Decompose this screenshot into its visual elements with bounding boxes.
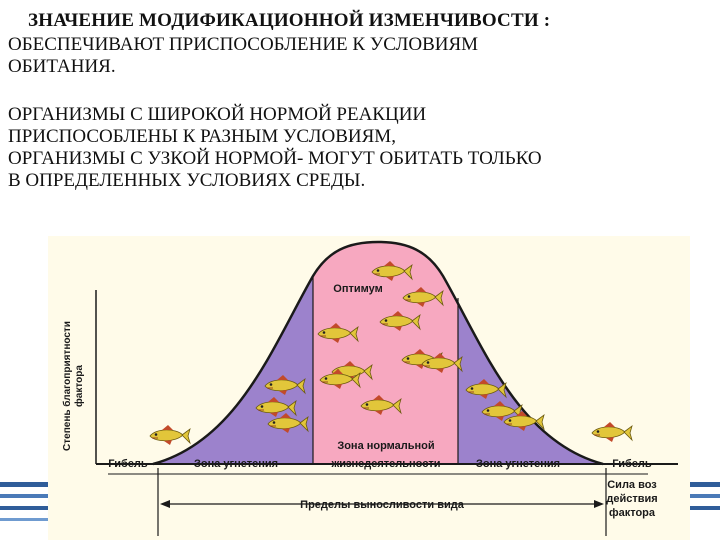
y-axis-label-line-1: Степень благоприятности <box>61 321 73 451</box>
death-label-right: Гибель <box>612 458 652 470</box>
factor-strength-line-3: фактора <box>609 507 656 519</box>
fish-icon <box>591 421 633 443</box>
endurance-arrow-left-head <box>160 500 170 508</box>
zone-oppression-left: Зона угнетения <box>194 458 278 470</box>
title-line-3: ОБИТАНИЯ. <box>8 56 116 77</box>
zone-oppression-right: Зона угнетения <box>476 458 560 470</box>
center-zone <box>313 242 458 464</box>
optimum-label: Оптимум <box>333 283 382 295</box>
slide-title: ЗНАЧЕНИЕ МОДИФИКАЦИОННОЙ ИЗМЕНЧИВОСТИ : <box>28 10 551 31</box>
fish-icon <box>149 424 191 446</box>
factor-strength-line-1: Сила воз <box>607 479 657 491</box>
endurance-arrow-right-head <box>594 500 604 508</box>
reaction-norm-diagram: Степень благоприятности фактора Оптимум … <box>48 236 690 540</box>
deco-stripe <box>690 494 720 498</box>
death-label-left: Гибель <box>108 458 148 470</box>
title-line-2: ОБЕСПЕЧИВАЮТ ПРИСПОСОБЛЕНИЕ К УСЛОВИЯМ <box>8 34 479 55</box>
slide-decoration <box>0 482 720 521</box>
diagram-labels: Степень благоприятности фактора Оптимум … <box>61 283 658 519</box>
deco-stripe <box>0 506 48 510</box>
deco-stripe <box>0 494 48 498</box>
wide-norm-line-1: ОРГАНИЗМЫ С ШИРОКОЙ НОРМОЙ РЕАКЦИИ <box>8 104 427 125</box>
slide-text: ЗНАЧЕНИЕ МОДИФИКАЦИОННОЙ ИЗМЕНЧИВОСТИ : … <box>8 8 708 192</box>
bell-curve <box>152 240 604 466</box>
side-zone-right <box>458 242 603 464</box>
zone-normal-line-1: Зона нормальной <box>337 440 434 452</box>
title-block: ЗНАЧЕНИЕ МОДИФИКАЦИОННОЙ ИЗМЕНЧИВОСТИ : <box>8 8 708 34</box>
y-axis-label-line-2: фактора <box>73 365 85 407</box>
deco-stripe <box>690 506 720 510</box>
factor-strength-line-2: действия <box>606 493 657 505</box>
diagram-svg: Степень благоприятности фактора Оптимум … <box>61 240 678 536</box>
narrow-norm-line-2: В ОПРЕДЕЛЕННЫХ УСЛОВИЯХ СРЕДЫ. <box>8 170 366 191</box>
endurance-limits-label: Пределы выносливости вида <box>300 499 465 511</box>
wide-norm-line-2: ПРИСПОСОБЛЕНЫ К РАЗНЫМ УСЛОВИЯМ, <box>8 126 396 147</box>
narrow-norm-line-1: ОРГАНИЗМЫ С УЗКОЙ НОРМОЙ- МОГУТ ОБИТАТЬ … <box>8 148 542 169</box>
deco-stripe <box>690 482 720 487</box>
zone-normal-line-2: жизнедеятельности <box>330 458 440 470</box>
deco-stripe <box>0 482 48 487</box>
deco-stripe <box>0 518 48 521</box>
